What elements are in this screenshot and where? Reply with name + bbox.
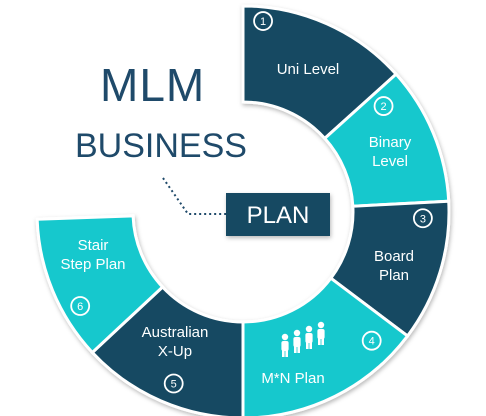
number-badge-text: 4 bbox=[369, 336, 375, 348]
segment-label-line: Board bbox=[374, 248, 414, 265]
segment-label-line: Binary bbox=[369, 134, 412, 151]
segment-label-line: Australian bbox=[142, 324, 209, 341]
segment-label-line: M*N Plan bbox=[261, 370, 324, 387]
ring-segment-4: M*N Plan 4 bbox=[241, 276, 410, 416]
number-badge-text: 3 bbox=[420, 213, 426, 225]
number-badge-text: 2 bbox=[380, 101, 386, 113]
segment-label-line: Step Plan bbox=[60, 256, 125, 273]
segment-shape-4 bbox=[241, 276, 410, 416]
number-badge-5: 5 bbox=[163, 373, 184, 394]
segment-label-line: Level bbox=[372, 153, 408, 170]
segment-label-4: M*N Plan bbox=[261, 370, 324, 387]
segment-label-line: Uni Level bbox=[277, 61, 340, 78]
people-icon bbox=[281, 321, 325, 357]
ring-segment-1: Uni Level 1 bbox=[241, 4, 399, 141]
number-badge-6: 6 bbox=[70, 296, 91, 316]
number-badge-text: 6 bbox=[77, 301, 83, 313]
segment-label-line: Plan bbox=[379, 267, 409, 284]
segment-shape-6 bbox=[35, 214, 165, 355]
number-badge-1: 1 bbox=[253, 11, 273, 31]
plan-badge-label: PLAN bbox=[247, 202, 310, 229]
title-business: BUSINESS bbox=[75, 127, 247, 165]
number-badge-2: 2 bbox=[373, 96, 394, 116]
number-badge-4: 4 bbox=[361, 330, 382, 351]
number-badge-3: 3 bbox=[412, 208, 433, 229]
segment-label-1: Uni Level bbox=[277, 61, 340, 78]
title-mlm: MLM bbox=[100, 59, 205, 111]
dotted-connector bbox=[162, 177, 226, 215]
segment-label-line: X-Up bbox=[158, 343, 192, 360]
plan-badge bbox=[226, 193, 330, 236]
number-badge-text: 1 bbox=[260, 16, 266, 28]
number-badge-text: 5 bbox=[171, 379, 177, 391]
segment-label-line: Stair bbox=[78, 237, 109, 254]
